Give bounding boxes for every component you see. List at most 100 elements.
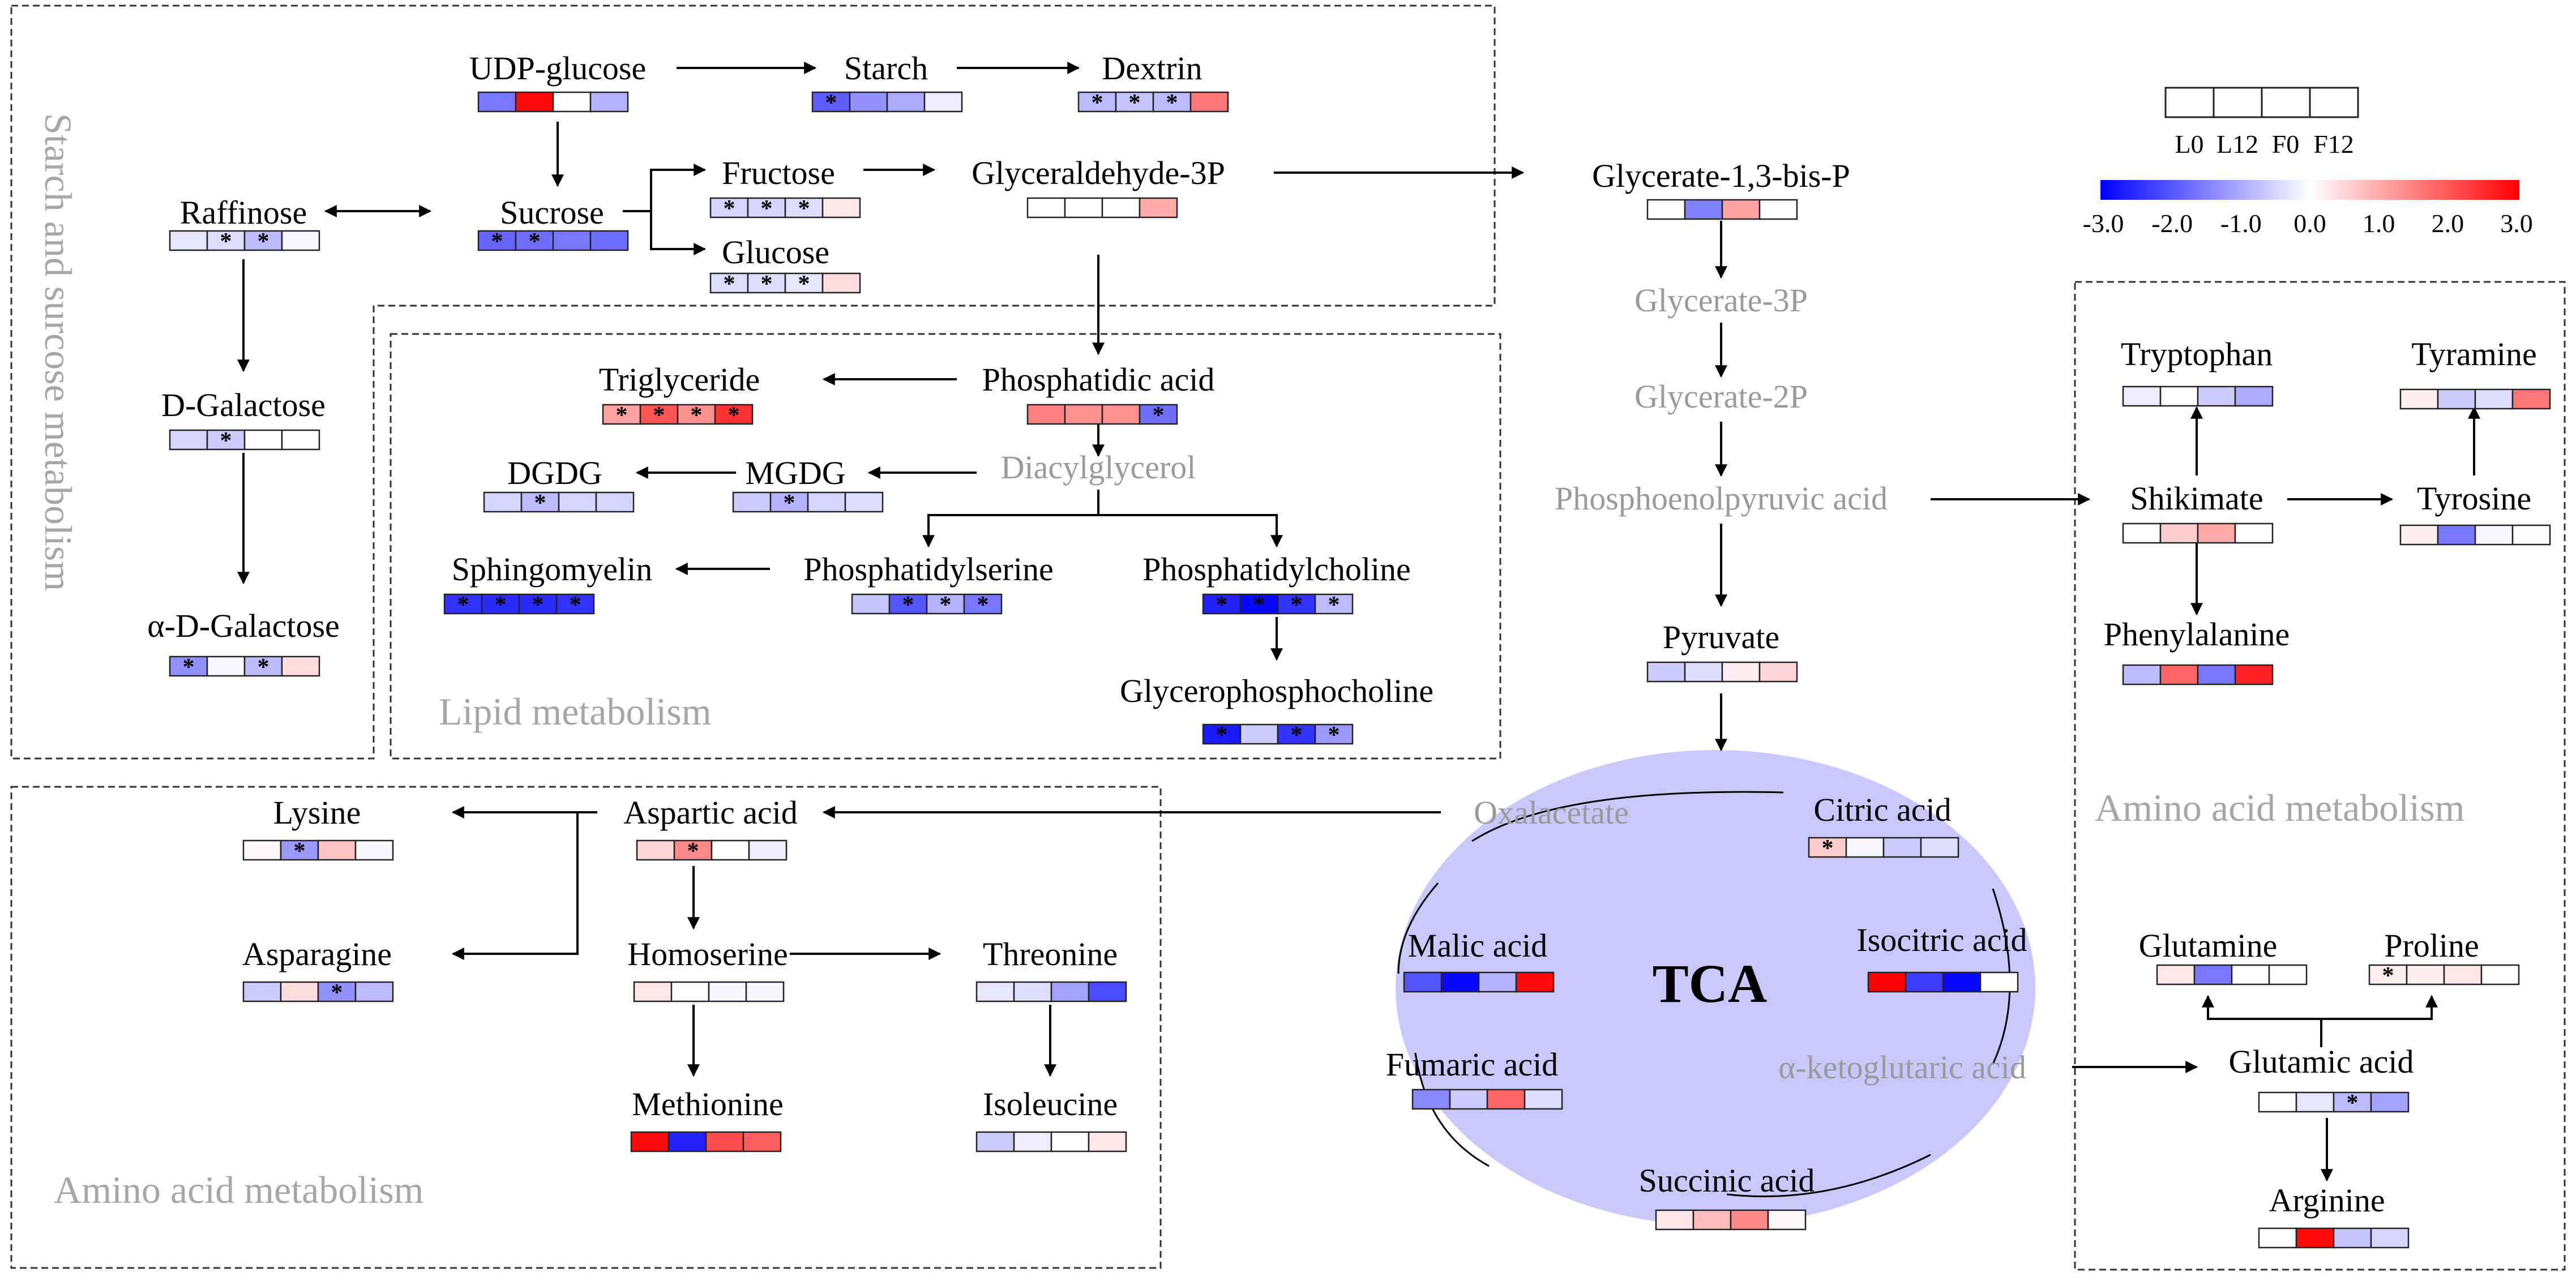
significance-star: * <box>798 271 810 297</box>
heatmap-cell <box>555 593 595 615</box>
heatmap-cell <box>2197 664 2236 685</box>
legend-sample-cell <box>2309 87 2359 118</box>
heatmap-cell <box>851 593 891 615</box>
heatmap-raffinose: ** <box>169 229 320 255</box>
significance-star: * <box>220 229 232 255</box>
significance-star: * <box>1291 722 1303 748</box>
metabolite-label: Starch <box>844 50 928 87</box>
heatmap-cell <box>667 1131 707 1152</box>
metabolite-label: Homoserine <box>627 936 788 972</box>
heatmap-cell <box>849 91 888 113</box>
heatmap-fumaric-acid <box>1411 1089 1563 1110</box>
heatmap-cell <box>2399 388 2439 410</box>
heatmap-cell <box>745 981 785 1002</box>
significance-star: * <box>653 402 665 428</box>
heatmap-cell <box>2159 664 2199 685</box>
heatmap-cell <box>2333 1091 2372 1113</box>
heatmap-cell <box>2258 1227 2297 1249</box>
metabolite-glutamine: Glutamine <box>2139 927 2308 985</box>
heatmap-cell <box>711 839 750 861</box>
heatmap-sphingomyelin: **** <box>443 592 595 618</box>
metabolite-udp-glucose: UDP-glucose <box>469 50 647 113</box>
metabolite-pyruvate: Pyruvate <box>1646 619 1798 683</box>
amino-left-region-box <box>10 786 1162 1269</box>
metabolite-label: Citric acid <box>1813 791 1951 828</box>
heatmap-cell <box>2231 964 2270 985</box>
heatmap-cell <box>673 839 713 861</box>
heatmap-cell <box>677 404 716 425</box>
legend-sample-label: F12 <box>2313 130 2354 158</box>
heatmap-cell <box>2122 385 2162 407</box>
metabolite-tyrosine: Tyrosine <box>2399 480 2551 546</box>
heatmap-cell <box>821 272 861 294</box>
heatmap-cell <box>243 655 283 677</box>
metabolite-isocitric-acid: Isocitric acid <box>1856 922 2027 993</box>
metabolite-aspartic-acid: Aspartic acid * <box>623 794 798 864</box>
metabolite-glucose: Glucose*** <box>709 234 861 297</box>
heatmap-cell <box>443 593 483 615</box>
legend-sample-cell <box>2164 87 2215 118</box>
metabolite-label: UDP-glucose <box>469 50 647 87</box>
heatmap-cell <box>1277 723 1316 745</box>
heatmap-cell <box>2399 524 2439 546</box>
heatmap-glucose: *** <box>709 271 861 297</box>
metabolite-label: Phosphatidic acid <box>982 361 1215 398</box>
heatmap-cell <box>1758 199 1798 220</box>
metabolite-label: Asparagine <box>242 936 392 972</box>
heatmap-cell <box>2193 964 2233 985</box>
heatmap-cell <box>2437 524 2476 546</box>
heatmap-cell <box>589 230 629 251</box>
heatmap-cell <box>354 839 394 861</box>
heatmap-cell <box>1013 981 1052 1002</box>
metabolite-label: Sphingomyelin <box>452 551 652 588</box>
metabolite-glycerate-13bp: Glycerate-1,3-bis-P <box>1592 157 1850 220</box>
heatmap-cell <box>784 197 824 218</box>
heatmap-cell <box>1692 1209 1732 1231</box>
heatmap-succinic-acid <box>1655 1209 1807 1231</box>
significance-star: * <box>1291 592 1303 618</box>
metabolite-label: Phenylalanine <box>2104 616 2290 653</box>
heatmap-cell <box>1403 971 1443 993</box>
heatmap-cell <box>281 230 320 251</box>
significance-star: * <box>724 271 735 297</box>
legend-tick-label: 2.0 <box>2432 209 2464 238</box>
heatmap-cell <box>206 230 246 251</box>
metabolite-fumaric-acid: Fumaric acid <box>1386 1046 1563 1110</box>
metabolite-label: Fructose <box>722 155 835 191</box>
heatmap-citric-acid: * <box>1808 835 1959 862</box>
heatmap-cell <box>518 593 558 615</box>
arrow-dag-ps <box>922 490 1099 548</box>
heatmap-cell <box>206 655 246 677</box>
metabolite-label: Aspartic acid <box>623 794 798 831</box>
metabolite-glutamic-acid: Glutamic acid* <box>2229 1043 2414 1116</box>
legend-sample-cells <box>2164 87 2359 118</box>
significance-star: * <box>687 838 699 864</box>
heatmap-cell <box>1920 837 1959 858</box>
significance-star: * <box>1216 592 1228 618</box>
heatmap-cell <box>1050 1131 1090 1152</box>
significance-star: * <box>1328 722 1340 748</box>
metabolite-label: Glyceraldehyde-3P <box>972 155 1225 191</box>
heatmap-cell <box>281 429 320 451</box>
significance-star: * <box>570 592 581 618</box>
significance-star: * <box>825 90 837 116</box>
significance-star: * <box>1216 722 1228 748</box>
heatmap-cell <box>2511 524 2551 546</box>
heatmap-cell <box>1867 971 1907 993</box>
metabolite-label: Proline <box>2384 927 2479 964</box>
metabolite-label: Phosphatidylcholine <box>1142 551 1411 588</box>
metabolite-malic-acid: Malic acid <box>1403 927 1555 993</box>
heatmap-cell <box>923 91 963 113</box>
heatmap-cell <box>1139 197 1178 218</box>
metabolite-label: Glycerate-1,3-bis-P <box>1592 157 1850 194</box>
heatmap-cell <box>2333 1227 2372 1249</box>
heatmap-lysine: * <box>242 838 394 864</box>
heatmap-cell <box>1524 1089 1563 1110</box>
heatmap-cell <box>1478 971 1517 993</box>
metabolite-label: Phosphoenolpyruvic acid <box>1555 480 1888 517</box>
heatmap-phosphatidylserine: *** <box>851 592 1003 618</box>
tca-label: TCA <box>1653 953 1768 1014</box>
heatmap-isoleucine <box>975 1131 1127 1152</box>
heatmap-cell <box>552 230 592 251</box>
heatmap-cell <box>732 491 772 513</box>
